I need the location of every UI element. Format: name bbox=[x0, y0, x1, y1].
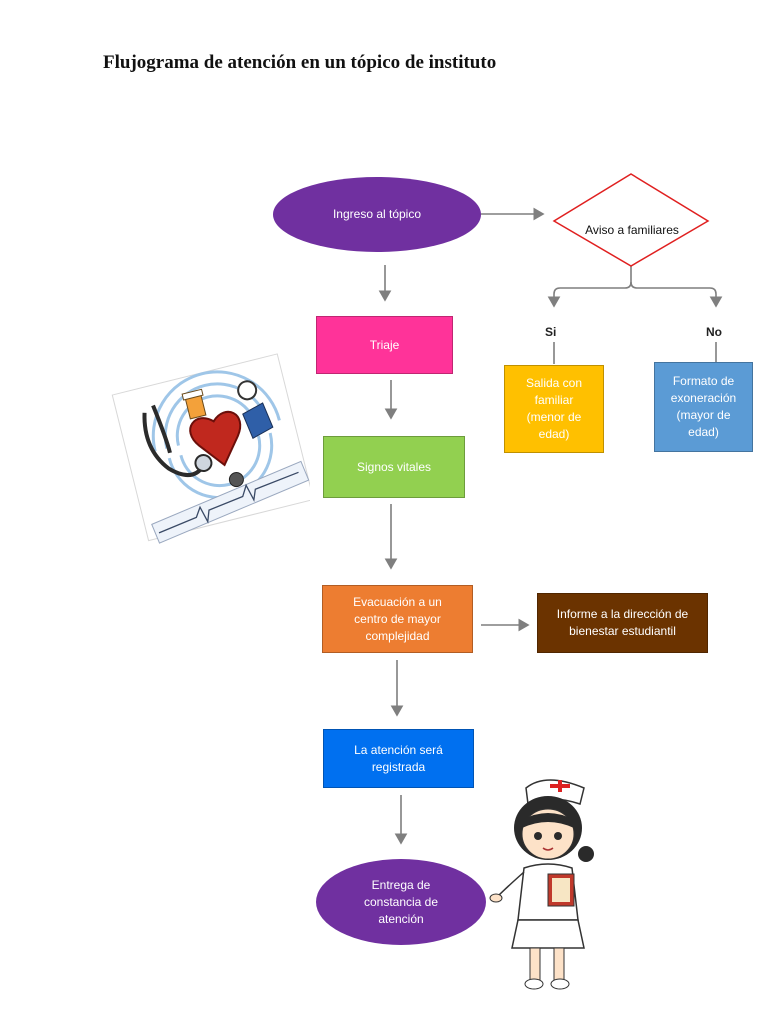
node-informe: Informe a la dirección de bienestar estu… bbox=[537, 593, 708, 653]
diagram-title: Flujograma de atención en un tópico de i… bbox=[103, 52, 497, 73]
node-ingreso: Ingreso al tópico bbox=[273, 177, 481, 252]
branch-connector-no bbox=[630, 281, 723, 308]
node-evacuacion: Evacuación a un centro de mayor compleji… bbox=[322, 585, 473, 653]
nurse-illustration bbox=[489, 779, 594, 990]
node-formato: Formato de exoneración (mayor de edad) bbox=[654, 362, 753, 452]
node-salida: Salida con familiar (menor de edad) bbox=[504, 365, 604, 453]
node-triaje: Triaje bbox=[316, 316, 453, 374]
branch-label-si: Si bbox=[545, 325, 557, 339]
branch-connector bbox=[547, 266, 632, 308]
medical-equipment-illustration bbox=[111, 353, 310, 544]
node-registro: La atención será registrada bbox=[323, 729, 474, 788]
aviso-diamond bbox=[552, 173, 710, 267]
node-entrega: Entrega de constancia de atención bbox=[316, 859, 486, 945]
node-signos: Signos vitales bbox=[323, 436, 465, 498]
node-aviso: Aviso a familiares bbox=[585, 222, 679, 237]
branch-label-no: No bbox=[706, 325, 722, 339]
